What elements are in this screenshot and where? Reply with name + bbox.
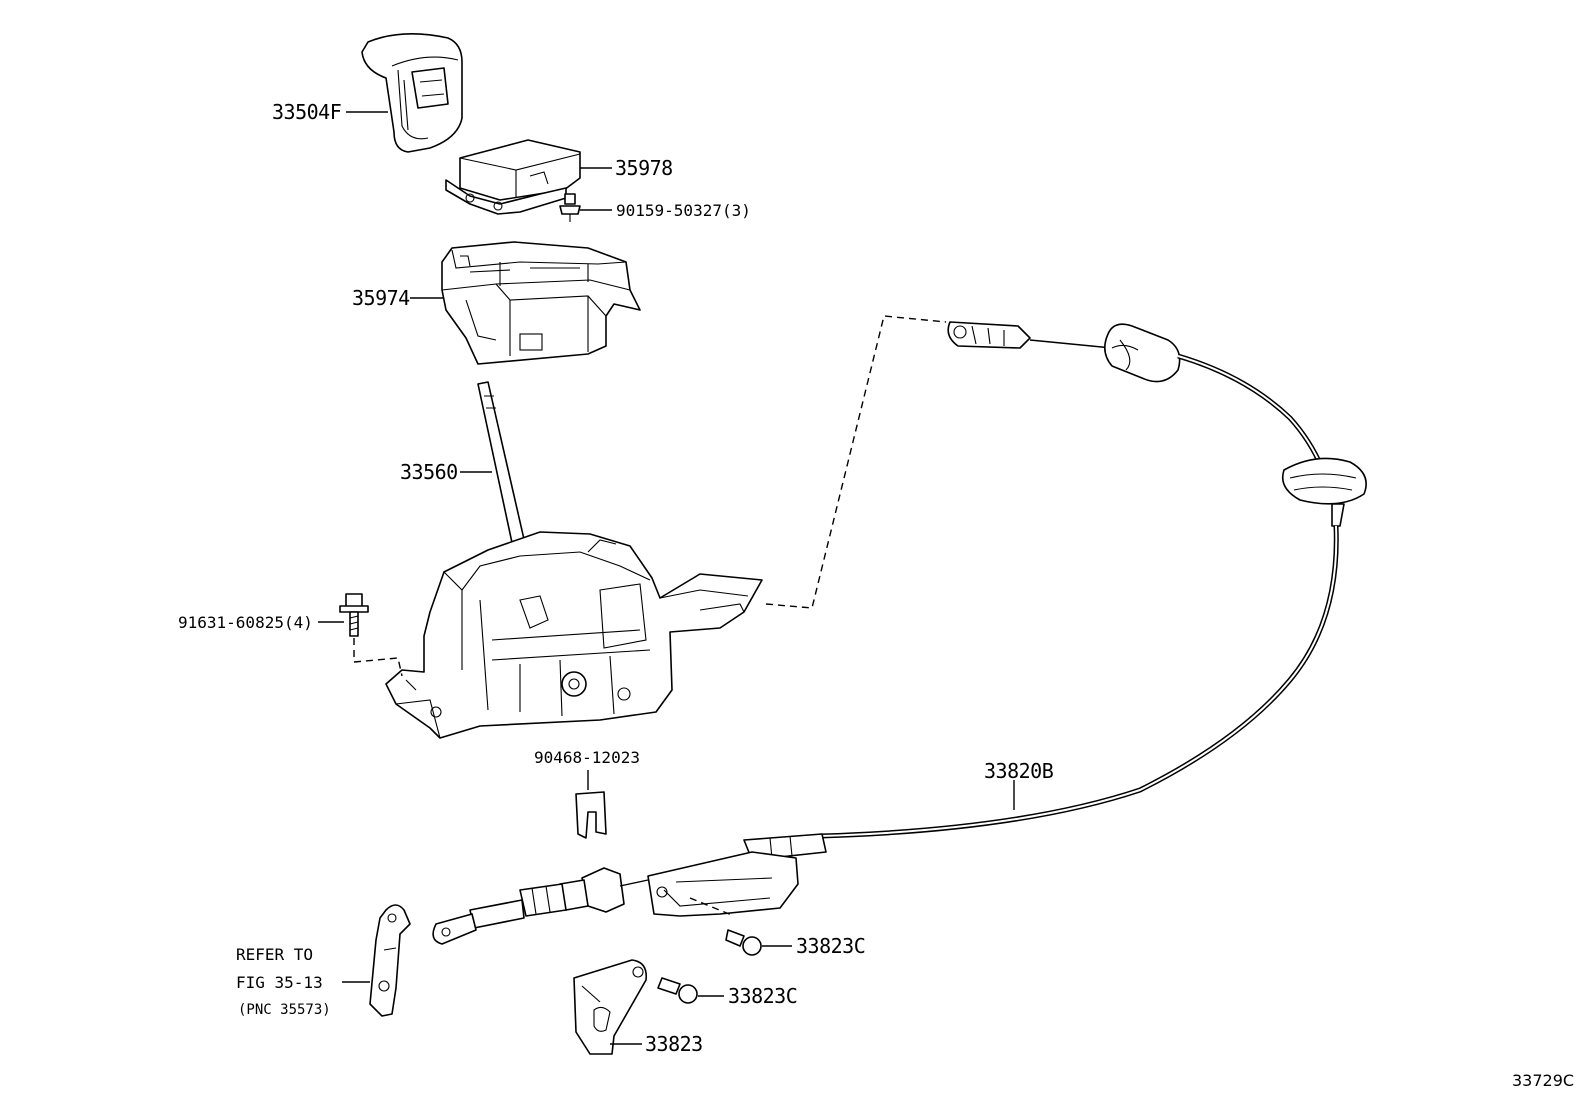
label-refer-line2: FIG 35-13 [236, 973, 323, 992]
dash-bolt-to-body [353, 638, 403, 677]
transmission-cable-part [432, 321, 1367, 945]
bolt-upper-part [725, 929, 762, 956]
screw-part [559, 193, 581, 222]
label-lever: 33560 [400, 460, 458, 484]
figure-code: 33729C [1512, 1071, 1574, 1090]
label-bolt-upper: 33823C [796, 934, 865, 958]
label-bolt-lower: 33823C [728, 984, 797, 1008]
switch-part [445, 139, 581, 215]
dash-upper-bolt [689, 897, 735, 917]
dash-cable-to-lever [765, 315, 947, 609]
clip-part [575, 791, 607, 839]
label-refer-line1: REFER TO [236, 945, 313, 964]
label-knob: 33504F [272, 100, 341, 124]
indicator-housing-part [441, 241, 641, 365]
label-cable: 33820B [984, 759, 1054, 783]
shift-lever-assembly-part [385, 381, 763, 739]
refer-lever-part [369, 904, 411, 1017]
bolt-part [339, 593, 369, 637]
label-bracket: 33823 [645, 1032, 703, 1056]
label-screw: 90159-50327(3) [616, 201, 751, 220]
label-indicator: 35974 [352, 286, 410, 310]
label-refer-line3: (PNC 35573) [238, 1002, 331, 1018]
bracket-part [573, 959, 648, 1055]
label-clip: 90468-12023 [534, 748, 640, 767]
label-switch: 35978 [615, 156, 673, 180]
bolt-lower-part [657, 977, 698, 1004]
shift-knob-part [361, 33, 463, 153]
label-bolt: 91631-60825(4) [178, 613, 313, 632]
